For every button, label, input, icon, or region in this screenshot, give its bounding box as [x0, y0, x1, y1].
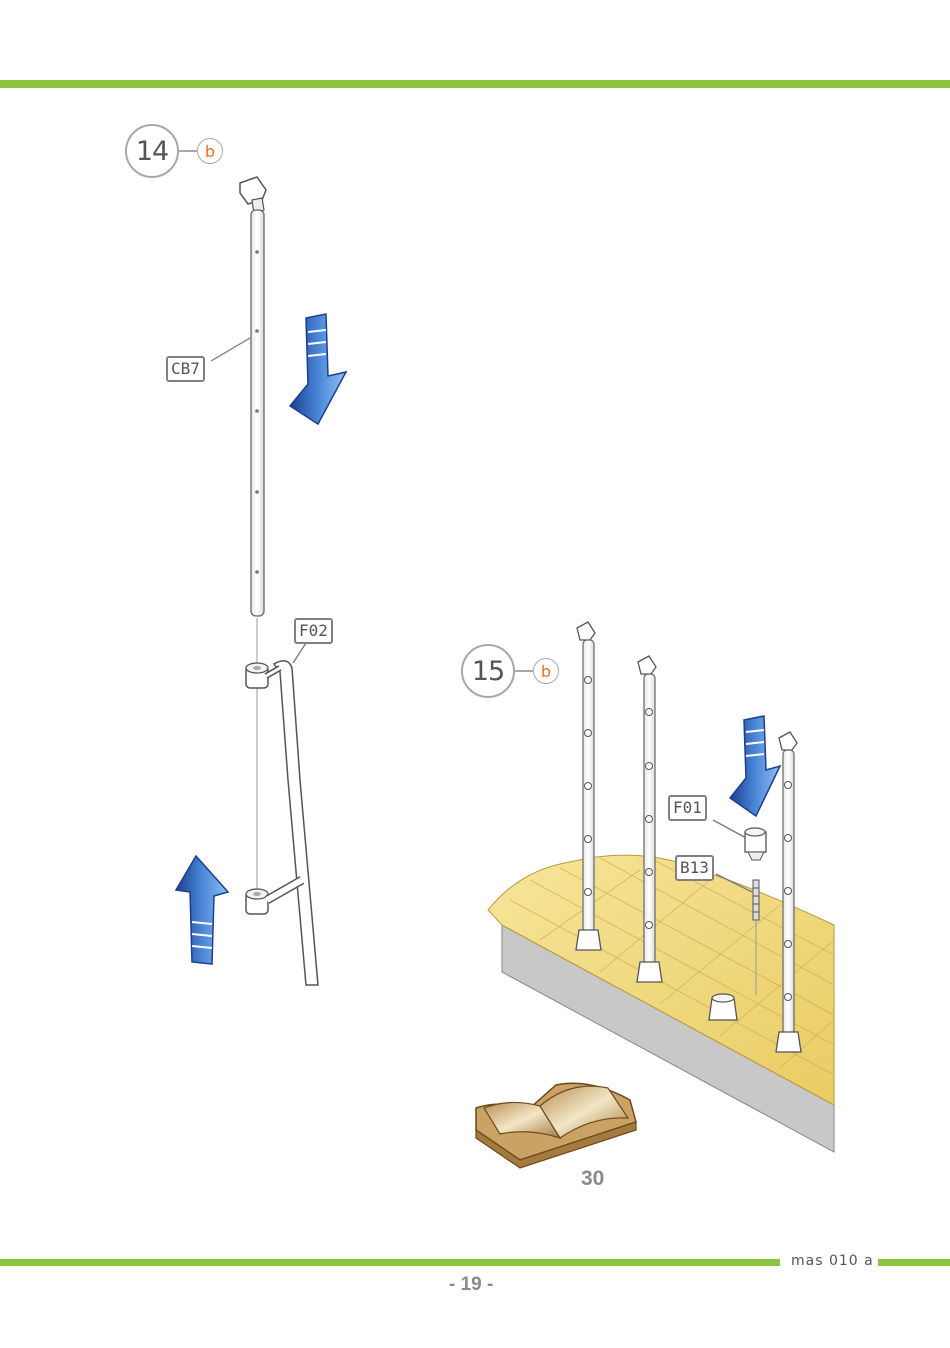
step-14-connector — [177, 150, 197, 152]
step-14-sub: b — [197, 138, 223, 164]
step-15-number: 15 — [461, 644, 515, 698]
step-14-number: 14 — [125, 124, 179, 178]
arrow-down-icon — [290, 314, 346, 424]
part-label-f02: F02 — [294, 618, 333, 644]
f02-leader — [293, 643, 306, 663]
step-15-connector — [513, 670, 533, 672]
post-base — [709, 994, 737, 1020]
arrow-down-icon — [730, 716, 780, 816]
page-number: - 19 - — [449, 1274, 493, 1296]
f01-leader — [713, 820, 746, 838]
step-15-sub: b — [533, 658, 559, 684]
cb7-leader — [211, 338, 250, 361]
reference-page-number: 30 — [581, 1167, 604, 1191]
arrow-up-icon — [176, 856, 228, 964]
part-label-f01: F01 — [668, 795, 707, 821]
open-book-icon — [476, 1083, 636, 1168]
cap-f01 — [745, 828, 766, 860]
rod-cb7 — [240, 177, 266, 890]
part-label-b13: B13 — [675, 855, 714, 881]
part-label-cb7: CB7 — [166, 356, 205, 382]
document-code: mas 010 a — [791, 1253, 874, 1269]
